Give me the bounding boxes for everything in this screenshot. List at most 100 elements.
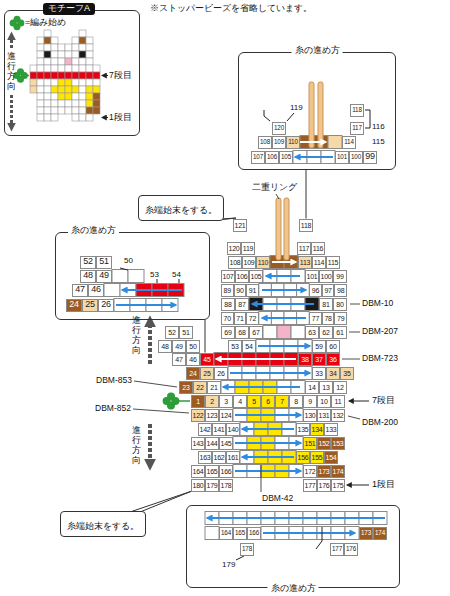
leader-line <box>349 332 360 333</box>
thread-arrow <box>300 141 326 143</box>
bead-number: 24 <box>69 300 79 310</box>
bead-number: 134 <box>311 426 322 433</box>
decoration <box>10 16 385 560</box>
bead-cell: 130 <box>303 409 317 422</box>
bead-number: 118 <box>352 107 361 114</box>
bead-number: 8 <box>294 398 298 405</box>
thread-path <box>157 279 158 283</box>
thread-path-inset: 糸の進め方11812011710810911011410710610510110… <box>238 52 396 170</box>
bead-cell: 151 <box>303 437 317 450</box>
thread-arrow <box>235 470 301 472</box>
bead-number: 161 <box>227 454 238 461</box>
bead-cell: 105 <box>279 151 293 164</box>
bead-number: 25 <box>203 370 210 377</box>
leader-line <box>134 381 177 387</box>
row-arrow <box>102 75 108 76</box>
bead-number: 25 <box>85 300 95 310</box>
bead-cell: 50 <box>186 340 200 353</box>
bead-number: 120 <box>274 125 284 132</box>
bead-cell: 51 <box>96 256 112 269</box>
bead-number: 179 <box>206 482 217 489</box>
bead-number: 177 <box>304 482 315 489</box>
bead-number: 114 <box>314 259 325 266</box>
bead-cell: 145 <box>219 437 233 450</box>
bead-cell: 123 <box>205 409 219 422</box>
bead-number: 6 <box>266 398 270 405</box>
bead-cell: 91 <box>246 284 259 297</box>
bead-number: 155 <box>311 454 322 461</box>
inset-connector <box>205 320 206 353</box>
diagram-label: DBM-207 <box>362 327 398 336</box>
bead-number: 13 <box>322 384 329 391</box>
bead-cell: 175 <box>331 479 345 492</box>
bead-number: 35 <box>343 370 350 377</box>
bead-cell: 164 <box>191 465 205 478</box>
thread-arrow <box>242 456 294 458</box>
bead-number: 52 <box>168 329 175 336</box>
row-arrow <box>349 401 369 402</box>
callout-text: 糸端始末をする。 <box>67 521 139 531</box>
bead-number: 14 <box>308 384 315 391</box>
bead-number: 143 <box>192 440 203 447</box>
thread-arrow <box>235 414 301 416</box>
bead-cell: 70 <box>221 312 234 325</box>
thread-arrow <box>230 372 310 374</box>
bead-number: 133 <box>325 426 336 433</box>
bead-cell: 135 <box>296 423 310 436</box>
bead-number: 108 <box>260 139 270 146</box>
leader-line <box>261 465 262 492</box>
thread-arrow <box>262 317 306 319</box>
bead-number: 2 <box>210 398 214 405</box>
bead-number: 79 <box>337 315 344 322</box>
bead-number: 101 <box>306 273 317 280</box>
bead-number: 140 <box>227 426 238 433</box>
row-arrow <box>102 117 108 118</box>
bead-grid <box>104 136 387 540</box>
bead-cell: 152 <box>317 437 331 450</box>
bead-cell: 52 <box>80 256 96 269</box>
bead-number: 174 <box>375 530 385 537</box>
bead-number: 62 <box>322 329 329 336</box>
double-ring <box>276 198 281 260</box>
bead-cell: 8 <box>289 395 303 408</box>
panel-text: 7段目 <box>109 71 132 80</box>
bead-cell: 100 <box>349 151 363 164</box>
direction-arrow <box>10 95 13 128</box>
bead-cell: 33 <box>312 367 326 380</box>
diagram-label: 1段目 <box>372 480 395 489</box>
bead-cell: 178 <box>240 543 254 556</box>
start-symbol <box>10 16 25 31</box>
thread-path <box>179 279 180 283</box>
bead-number: 26 <box>101 300 111 310</box>
diagram-label: DBM-200 <box>362 418 398 427</box>
bead-number: 67 <box>252 329 259 336</box>
bead-number: 26 <box>217 370 224 377</box>
panel-text: =編み始め <box>25 18 66 28</box>
bead-cell: 140 <box>226 423 240 436</box>
bead-cell: 1 <box>191 395 205 408</box>
leader-line <box>133 409 189 413</box>
diagram-label: 進行方向 <box>132 316 141 356</box>
bead-number: 180 <box>192 482 203 489</box>
bead-number: 69 <box>224 329 231 336</box>
bead-number: 81 <box>322 301 329 308</box>
bead-number: 164 <box>192 468 203 475</box>
bead-number: 90 <box>236 287 243 294</box>
bead-cell: 100 <box>319 270 333 283</box>
leader-line <box>276 194 279 199</box>
bead-cell: 47 <box>172 353 186 366</box>
bead-number: 121 <box>234 222 245 229</box>
leader-line <box>342 359 360 360</box>
bead-number: 87 <box>238 301 245 308</box>
bead-number: 107 <box>253 154 263 161</box>
bead-number: 152 <box>318 440 329 447</box>
bead-number: 173 <box>361 530 371 537</box>
bead-cell: 176 <box>317 479 331 492</box>
bead-cell: 116 <box>311 242 325 255</box>
bead-cell: 131 <box>317 409 331 422</box>
bead <box>104 284 120 297</box>
bead-number: 89 <box>224 287 231 294</box>
bead-number: 116 <box>313 245 324 252</box>
bead-number: 46 <box>189 356 196 363</box>
bead-cell: 144 <box>205 437 219 450</box>
